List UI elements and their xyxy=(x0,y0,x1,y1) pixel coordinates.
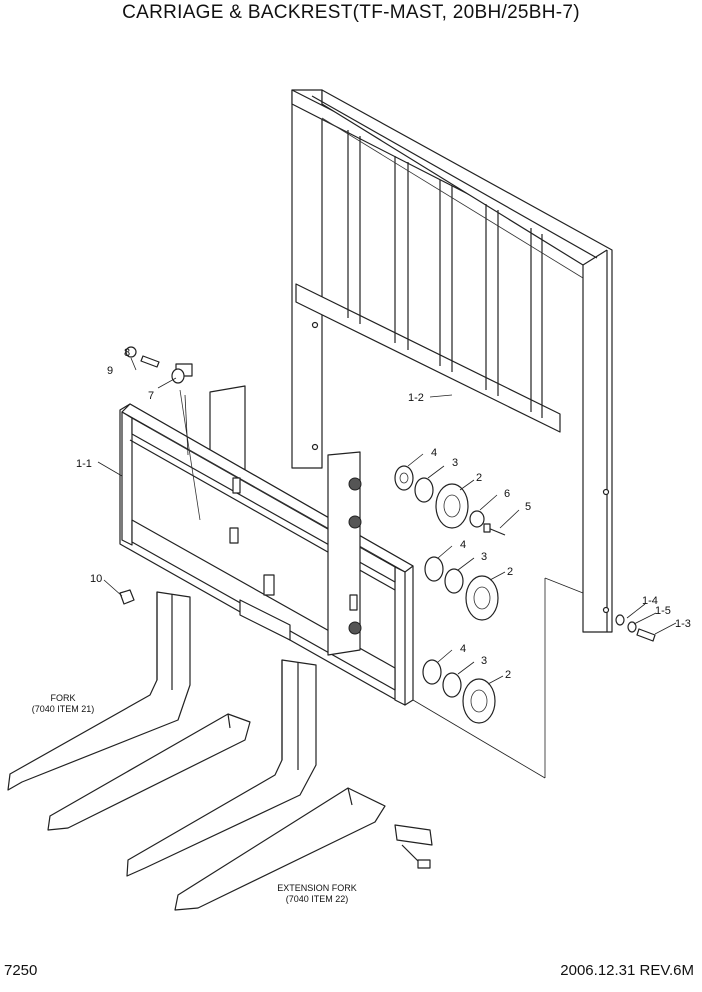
callout-10: 10 xyxy=(90,573,102,585)
diagram-title: CARRIAGE & BACKREST(TF-MAST, 20BH/25BH-7… xyxy=(122,2,580,23)
page-number: 7250 xyxy=(4,962,38,979)
fork-note-line2: (7040 ITEM 21) xyxy=(32,704,95,714)
extension-fork-pin[interactable] xyxy=(394,824,433,869)
callout-1-4: 1-4 xyxy=(642,595,658,607)
callout-4: 4 xyxy=(460,539,466,551)
callout-1-2: 1-2 xyxy=(408,392,424,404)
fork-right[interactable] xyxy=(126,659,317,877)
assembly-lines xyxy=(184,394,584,779)
fork-note: FORK (7040 ITEM 21) xyxy=(32,693,95,714)
callout-9: 9 xyxy=(107,365,113,377)
callout-1-5: 1-5 xyxy=(655,605,671,617)
leader-lines xyxy=(97,357,677,685)
callout-5: 5 xyxy=(525,501,531,513)
callout-2: 2 xyxy=(505,669,511,681)
callout-3: 3 xyxy=(452,457,458,469)
callout-8: 8 xyxy=(124,347,130,359)
callout-3: 3 xyxy=(481,655,487,667)
callout-1-3: 1-3 xyxy=(675,618,691,630)
hardware-group[interactable] xyxy=(119,346,656,642)
callout-labels: 1-1 1-2 1-3 1-4 1-5 2 2 2 3 3 3 4 4 4 5 … xyxy=(76,347,691,681)
callout-2: 2 xyxy=(476,472,482,484)
callout-7: 7 xyxy=(148,390,154,402)
fork-note-line1: FORK xyxy=(50,693,75,703)
extension-fork-note-line2: (7040 ITEM 22) xyxy=(286,894,349,904)
callout-3: 3 xyxy=(481,551,487,563)
backrest-part[interactable] xyxy=(291,89,613,633)
extension-fork-note: EXTENSION FORK (7040 ITEM 22) xyxy=(277,883,357,904)
carriage-part[interactable] xyxy=(119,385,414,706)
rollers-group[interactable] xyxy=(394,465,506,724)
date-revision: 2006.12.31 REV.6M xyxy=(560,962,694,979)
extension-fork-left[interactable] xyxy=(47,713,251,831)
callout-1-1: 1-1 xyxy=(76,458,92,470)
callout-4: 4 xyxy=(431,447,437,459)
extension-fork-note-line1: EXTENSION FORK xyxy=(277,883,357,893)
callout-6: 6 xyxy=(504,488,510,500)
fork-left[interactable] xyxy=(7,591,191,791)
extension-fork-right[interactable] xyxy=(174,787,386,911)
callout-4: 4 xyxy=(460,643,466,655)
callout-2: 2 xyxy=(507,566,513,578)
